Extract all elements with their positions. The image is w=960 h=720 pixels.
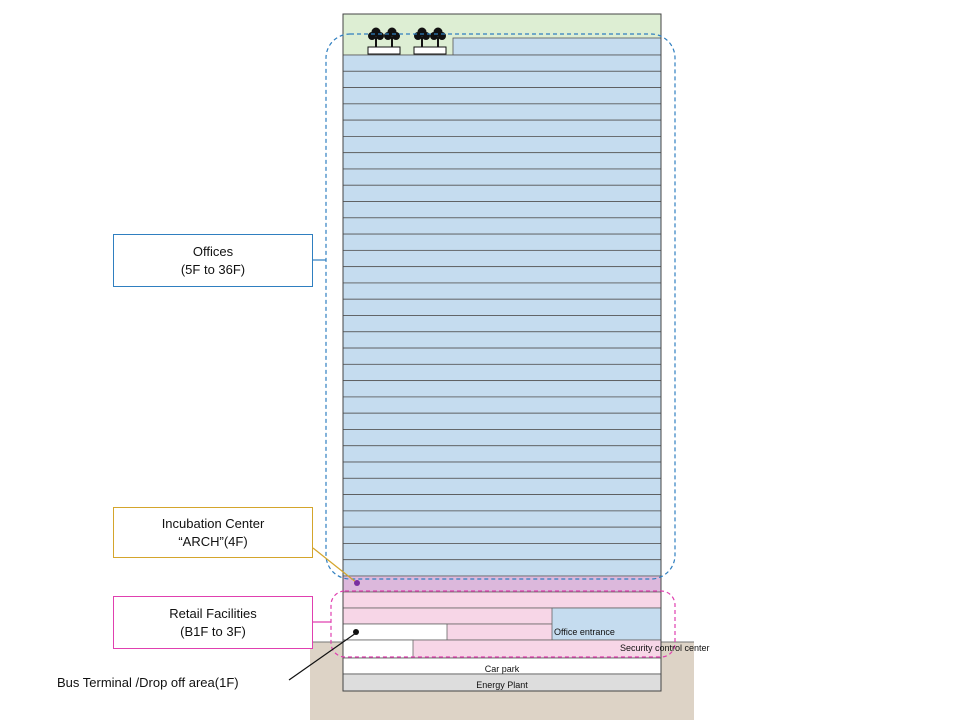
- offices-dashed-outline: [325, 33, 676, 580]
- office-floor: [342, 396, 662, 414]
- office-floor: [342, 233, 662, 251]
- retail-callout-title: Retail Facilities: [169, 605, 257, 621]
- offices-callout-title: Offices: [192, 243, 234, 259]
- bus-terminal-marker: [353, 629, 359, 635]
- office-floor: [342, 103, 662, 121]
- retail-floor-3f: [342, 591, 662, 609]
- office-floors: [342, 54, 662, 577]
- retail-callout-floors: (B1F to 3F): [180, 623, 246, 639]
- building-outline: [342, 13, 662, 692]
- office-floor: [342, 543, 662, 561]
- office-floor: [342, 347, 662, 365]
- office-floor: [342, 201, 662, 219]
- offices-callout-floors: (5F to 36F): [180, 261, 246, 277]
- offices-callout: Offices (5F to 36F): [113, 234, 313, 287]
- office-floor: [342, 315, 662, 333]
- office-floor: [342, 136, 662, 154]
- office-floor: [342, 429, 662, 447]
- office-floor: [342, 54, 662, 72]
- office-floor: [342, 168, 662, 186]
- office-floor: [342, 298, 662, 316]
- office-floor: [342, 380, 662, 398]
- office-floor: [342, 70, 662, 88]
- office-entrance-area: [551, 607, 662, 641]
- office-floor: [342, 266, 662, 284]
- office-floor: [342, 559, 662, 577]
- incubation-leader-line: [312, 547, 358, 584]
- car-park-label: Car park: [484, 664, 520, 674]
- bus-terminal-label: Bus Terminal /Drop off area(1F): [57, 675, 239, 690]
- retail-dashed-outline: [330, 590, 676, 658]
- incubation-callout-floors: “ARCH”(4F): [178, 533, 248, 549]
- incubation-callout: Incubation Center “ARCH”(4F): [113, 507, 313, 558]
- office-floor: [342, 510, 662, 528]
- b1-white-area: [342, 639, 414, 659]
- office-floor: [342, 152, 662, 170]
- office-floor: [342, 477, 662, 495]
- office-floor: [342, 282, 662, 300]
- incubation-marker: [354, 580, 360, 586]
- office-floor: [342, 526, 662, 544]
- office-floor: [342, 412, 662, 430]
- security-control-label: Security control center: [620, 643, 710, 653]
- office-floor: [342, 249, 662, 268]
- office-floor: [342, 445, 662, 463]
- office-floor: [342, 331, 662, 349]
- office-floor: [342, 461, 662, 479]
- office-floor: [342, 119, 662, 137]
- office-floor: [342, 184, 662, 202]
- office-floor: [342, 217, 662, 235]
- office-floor: [342, 87, 662, 105]
- office-floor: [342, 363, 662, 382]
- office-floor: [342, 494, 662, 512]
- office-entrance-label: Office entrance: [554, 627, 615, 637]
- energy-plant-label: Energy Plant: [476, 680, 528, 690]
- incubation-callout-title: Incubation Center: [161, 515, 265, 531]
- retail-callout: Retail Facilities (B1F to 3F): [113, 596, 313, 649]
- bus-leader-line: [288, 632, 357, 681]
- rooftop-upper-block: [452, 37, 662, 56]
